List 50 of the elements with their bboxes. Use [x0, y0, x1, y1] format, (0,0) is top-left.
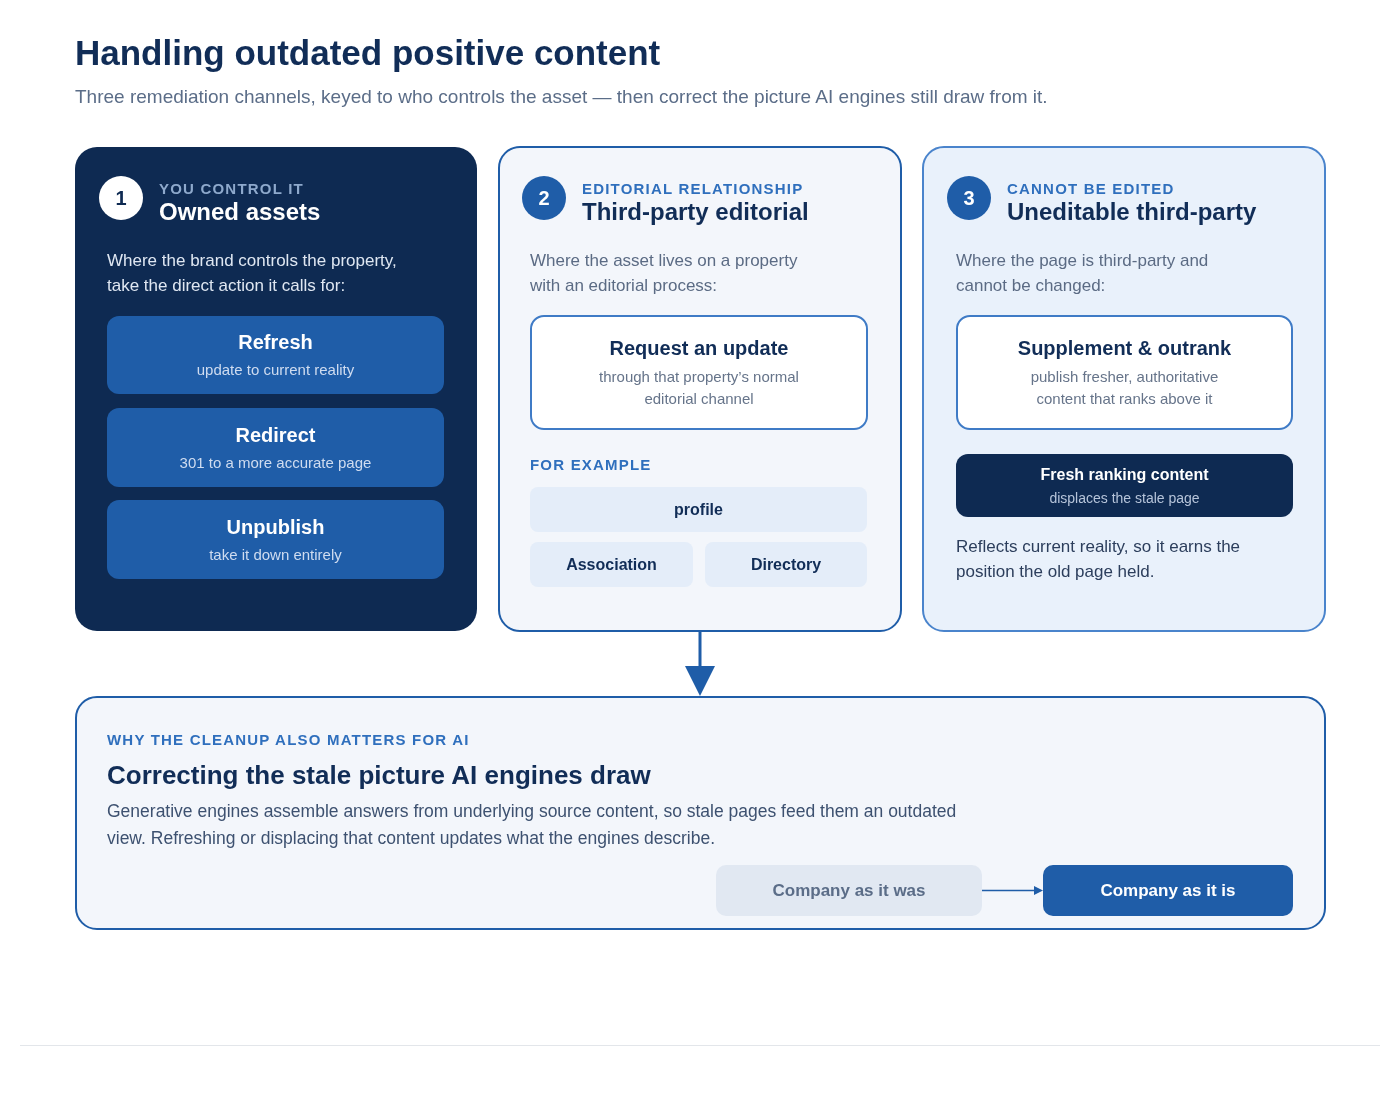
eyebrow-label: EDITORIAL RELATIONSHIP — [582, 180, 804, 198]
panel-heading: Correcting the stale picture AI engines draw — [107, 759, 651, 791]
action-card — [530, 315, 868, 430]
action-title: Supplement & outrank — [1017, 335, 1232, 360]
result-title: Fresh ranking content — [1040, 464, 1209, 485]
action-card — [107, 408, 444, 487]
action-card — [107, 500, 444, 579]
channel-panel — [922, 146, 1326, 632]
arrow — [685, 632, 715, 696]
tag-label: Association — [566, 554, 657, 575]
tag-label: profile — [674, 499, 723, 520]
page-title: Handling outdated positive content — [75, 32, 661, 74]
before-state-tag — [716, 865, 982, 916]
state-label: Company as it was — [772, 880, 926, 901]
action-card — [107, 316, 444, 394]
step-number-badge: 2 — [522, 176, 566, 220]
after-state-tag — [1043, 865, 1293, 916]
panel-heading: Uneditable third-party — [1007, 198, 1257, 226]
action-description: take it down entirely — [209, 544, 342, 565]
subtitle: Three remediation channels, keyed to who controls the asset — then correct the picture AI engines still draw from it. — [75, 85, 1048, 109]
eyebrow-label: YOU CONTROL IT — [159, 180, 304, 198]
result-description: displaces the stale page — [1049, 488, 1200, 507]
action-description: publish fresher, authoritative content that ranks above it — [1029, 366, 1220, 409]
tag-label: Directory — [750, 554, 822, 575]
panel-note: Reflects current reality, so it earns the position the old page held. — [956, 536, 1241, 583]
panel-heading: Third-party editorial — [582, 198, 809, 226]
eyebrow-label: WHY THE CLEANUP ALSO MATTERS FOR AI — [107, 731, 470, 749]
panel-description: Generative engines assemble answers from underlying source content, so stale pages feed them an outdated view. Refreshing or displacing that content updates what the engines describe. — [107, 800, 958, 850]
channel-panel — [498, 146, 902, 632]
panel-heading: Owned assets — [159, 198, 321, 226]
panel-description: Where the asset lives on a property with an editorial process: — [530, 250, 799, 297]
result-card — [956, 454, 1293, 517]
action-title: Unpublish — [226, 514, 325, 539]
action-title: Refresh — [238, 330, 313, 354]
action-card — [956, 315, 1293, 430]
channel-panel — [75, 147, 477, 631]
panel-description: Where the brand controls the property, take the direct action it calls for: — [107, 250, 398, 297]
step-number-badge: 1 — [99, 176, 143, 220]
action-title: Request an update — [609, 335, 789, 360]
eyebrow-label: CANNOT BE EDITED — [1007, 180, 1175, 198]
arrow — [981, 886, 1043, 895]
action-description: 301 to a more accurate page — [179, 452, 372, 473]
info-panel — [75, 696, 1326, 930]
action-description: update to current reality — [196, 360, 355, 380]
state-label: Company as it is — [1100, 880, 1236, 901]
panel-description: Where the page is third-party and cannot be changed: — [956, 250, 1210, 297]
action-description: through that property’s normal editorial channel — [598, 366, 800, 409]
section-label: FOR EXAMPLE — [530, 456, 652, 474]
action-title: Redirect — [235, 422, 316, 447]
step-number-badge: 3 — [947, 176, 991, 220]
